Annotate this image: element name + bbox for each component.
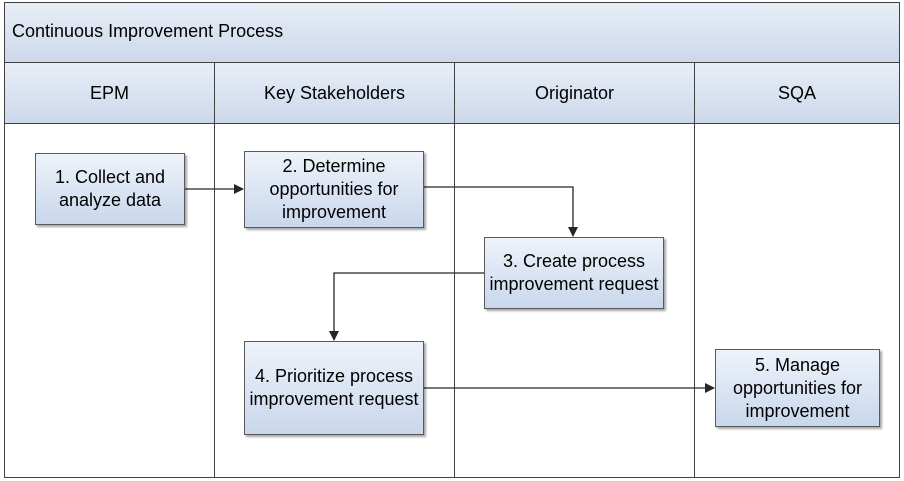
lane-epm: [5, 124, 215, 477]
process-step-5[interactable]: 5. Manage opportunities for improvement: [715, 349, 880, 427]
process-step-5-label: 5. Manage opportunities for improvement: [732, 354, 863, 421]
connector-step3-step4: [329, 272, 484, 341]
diagram-title: Continuous Improvement Process: [12, 21, 284, 41]
lane-originator: [455, 124, 695, 477]
lane-label-epm: EPM: [89, 82, 129, 103]
lane-label-key-stakeholders: Key Stakeholders: [263, 82, 406, 103]
diagram-title-bar: Continuous Improvement Process: [5, 3, 899, 63]
process-step-2[interactable]: 2. Determine opportunities for improveme…: [244, 151, 424, 228]
lane-header-sqa: SQA: [695, 63, 899, 124]
process-step-2-label: 2. Determine opportunities for improveme…: [269, 156, 399, 222]
lane-label-originator: Originator: [534, 82, 615, 103]
connector-step2-step3: [424, 186, 578, 237]
lane-header-key-stakeholders: Key Stakeholders: [215, 63, 455, 124]
process-step-3-label: 3. Create process improvement request: [489, 251, 659, 294]
process-step-3[interactable]: 3. Create process improvement request: [484, 237, 664, 309]
lane-label-sqa: SQA: [777, 82, 816, 103]
swimlane-diagram: Continuous Improvement Process EPM Key S…: [4, 2, 900, 478]
process-step-1[interactable]: 1. Collect and analyze data: [35, 153, 185, 225]
lane-header-originator: Originator: [455, 63, 695, 124]
lane-key-stakeholders: [215, 124, 455, 477]
process-step-1-label: 1. Collect and analyze data: [54, 167, 166, 210]
process-step-4-label: 4. Prioritize process improvement reques…: [249, 366, 419, 409]
lane-header-epm: EPM: [5, 63, 215, 124]
process-step-4[interactable]: 4. Prioritize process improvement reques…: [244, 341, 424, 435]
